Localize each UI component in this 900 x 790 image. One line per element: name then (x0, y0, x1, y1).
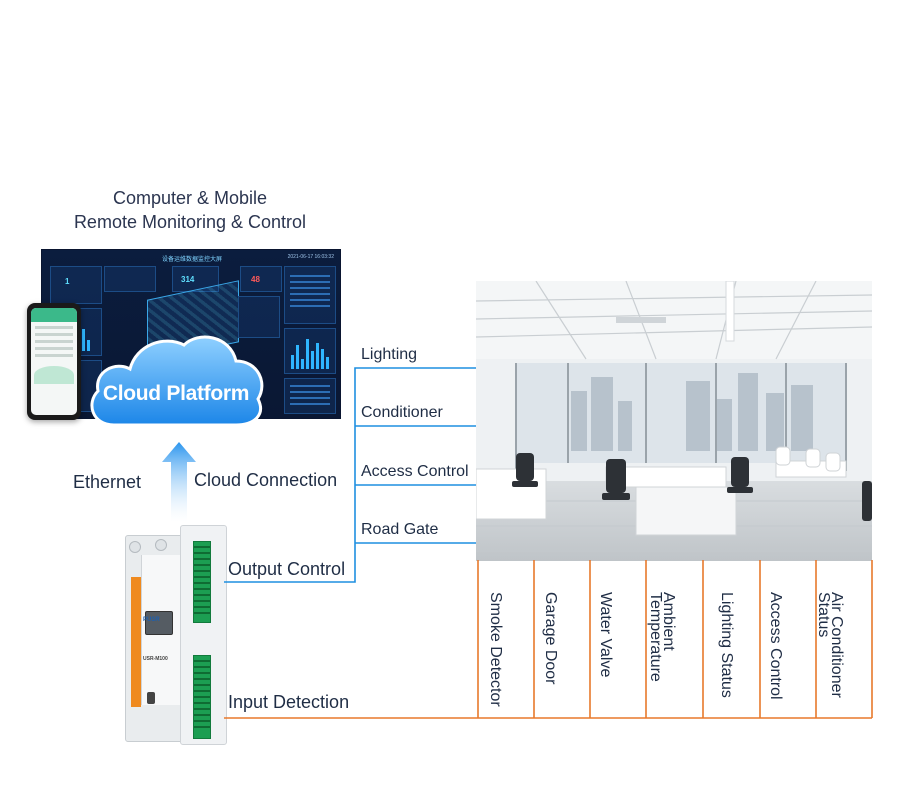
dashboard-panel: 48 (240, 266, 282, 292)
mini-bar-chart (291, 339, 329, 369)
dashboard-stat: 1 (65, 277, 70, 286)
device-accent-stripe (131, 577, 141, 707)
input-item-lighting-status: Lighting Status (718, 592, 735, 698)
remote-monitoring-heading: Computer & Mobile Remote Monitoring & Co… (40, 186, 340, 234)
output-control-label: Output Control (228, 559, 346, 579)
dashboard-time: 2021-06-17 16:03:32 (287, 254, 334, 260)
dashboard-panel (104, 266, 156, 292)
dashboard-title: 设备运维数据监控大屏 (161, 257, 222, 263)
cloud-connection-label: Cloud Connection (194, 470, 338, 490)
phone-screen (31, 308, 77, 415)
cloud-icon (90, 335, 264, 427)
output-item-lighting: Lighting (361, 346, 418, 363)
dashboard-panel: 1 (50, 266, 102, 304)
dashboard-panel (238, 296, 280, 338)
mobile-phone (27, 303, 81, 420)
input-item-air-conditioner-status: Air Conditioner Status (815, 592, 845, 698)
usb-port-icon (147, 692, 155, 704)
heading-line-2: Remote Monitoring & Control (73, 212, 307, 232)
input-detection-label: Input Detection (228, 692, 350, 712)
dashboard-stat: 48 (251, 275, 260, 284)
dashboard-panel (284, 378, 336, 414)
dashboard-stat: 314 (181, 275, 195, 284)
input-item-ambient-temperature: Ambient Temperature (647, 592, 677, 682)
ethernet-port-icon (145, 611, 173, 635)
device-model: USR-M100 (143, 656, 168, 662)
input-item-access-control: Access Control (767, 592, 784, 700)
input-item-water-valve: Water Valve (597, 592, 614, 678)
heading-line-1: Computer & Mobile (112, 188, 268, 208)
output-terminal-block (193, 541, 211, 623)
input-item-smoke-detector: Smoke Detector (487, 592, 504, 707)
output-item-access-control: Access Control (361, 463, 469, 480)
device-brand: PUSR (143, 617, 160, 623)
dashboard-panel (284, 328, 336, 374)
input-terminal-block (193, 655, 211, 739)
cloud-platform-label: Cloud Platform (102, 382, 250, 405)
usr-m100-device: PUSR USR-M100 (125, 525, 227, 745)
office-photo (476, 281, 872, 561)
input-item-garage-door: Garage Door (542, 592, 559, 685)
device-knob (129, 541, 141, 553)
output-item-conditioner: Conditioner (361, 404, 443, 421)
output-item-road-gate: Road Gate (361, 521, 439, 538)
device-knob (155, 539, 167, 551)
dashboard-panel (284, 266, 336, 324)
ethernet-label: Ethernet (73, 472, 142, 492)
dashboard-panel: 314 (172, 266, 219, 292)
upload-arrow-icon (162, 442, 196, 522)
